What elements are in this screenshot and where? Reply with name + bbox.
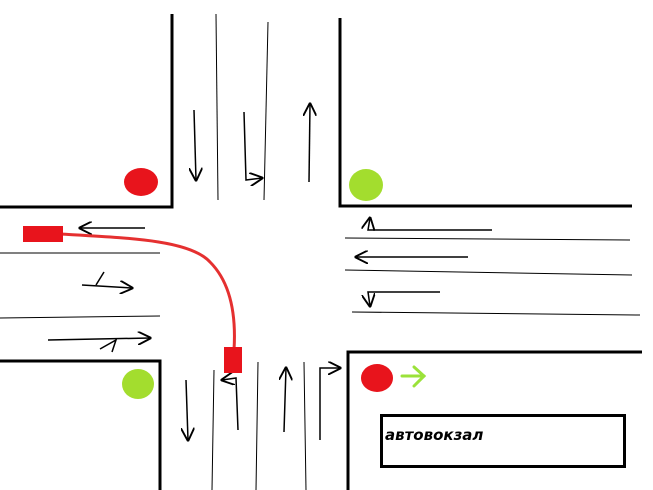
right-arrow-icon — [47, 338, 150, 340]
curb-top-right — [338, 18, 632, 208]
lane-line — [215, 13, 219, 201]
up-arrow-icon — [309, 104, 310, 183]
left-up-arrow-icon — [368, 218, 492, 230]
up-arrow-icon — [284, 368, 286, 433]
straight-right-arrow-icon — [81, 285, 132, 288]
lane-line — [211, 369, 215, 490]
curb-bottom-left — [0, 359, 162, 490]
up-left-arrow-icon — [222, 378, 239, 431]
top-left-traffic-light — [124, 168, 158, 196]
curbs — [0, 14, 642, 490]
curb-top-left — [0, 14, 174, 209]
bus-station-sign — [380, 414, 626, 468]
lane-line — [344, 269, 633, 276]
traffic-lights — [122, 168, 393, 399]
curb-bottom-right — [346, 350, 642, 490]
car-start-marker — [23, 226, 63, 242]
lane-line — [263, 21, 269, 201]
lane-line — [0, 315, 161, 319]
green-right-arrow-icon — [400, 365, 427, 388]
up-right-arrow-icon — [319, 368, 340, 440]
down-arrow-icon — [186, 379, 188, 440]
car-path — [59, 232, 236, 351]
bus-station-label: автовокзал — [385, 426, 484, 444]
lane-arrows — [47, 104, 492, 440]
bottom-left-traffic-light — [122, 369, 154, 399]
left-down-arrow-icon — [368, 291, 440, 306]
top-right-traffic-light — [349, 169, 383, 201]
car-end-marker — [224, 347, 242, 373]
up-turn-stub — [95, 271, 105, 286]
down-turn-stub — [99, 338, 118, 353]
down-arrow-icon — [194, 109, 196, 180]
lane-lines — [0, 13, 641, 490]
bottom-right-traffic-light — [361, 364, 393, 392]
lane-line — [255, 361, 259, 490]
lane-line — [351, 311, 641, 316]
down-right-arrow-icon — [243, 111, 262, 180]
lane-line — [303, 361, 307, 490]
lane-line — [344, 237, 631, 241]
